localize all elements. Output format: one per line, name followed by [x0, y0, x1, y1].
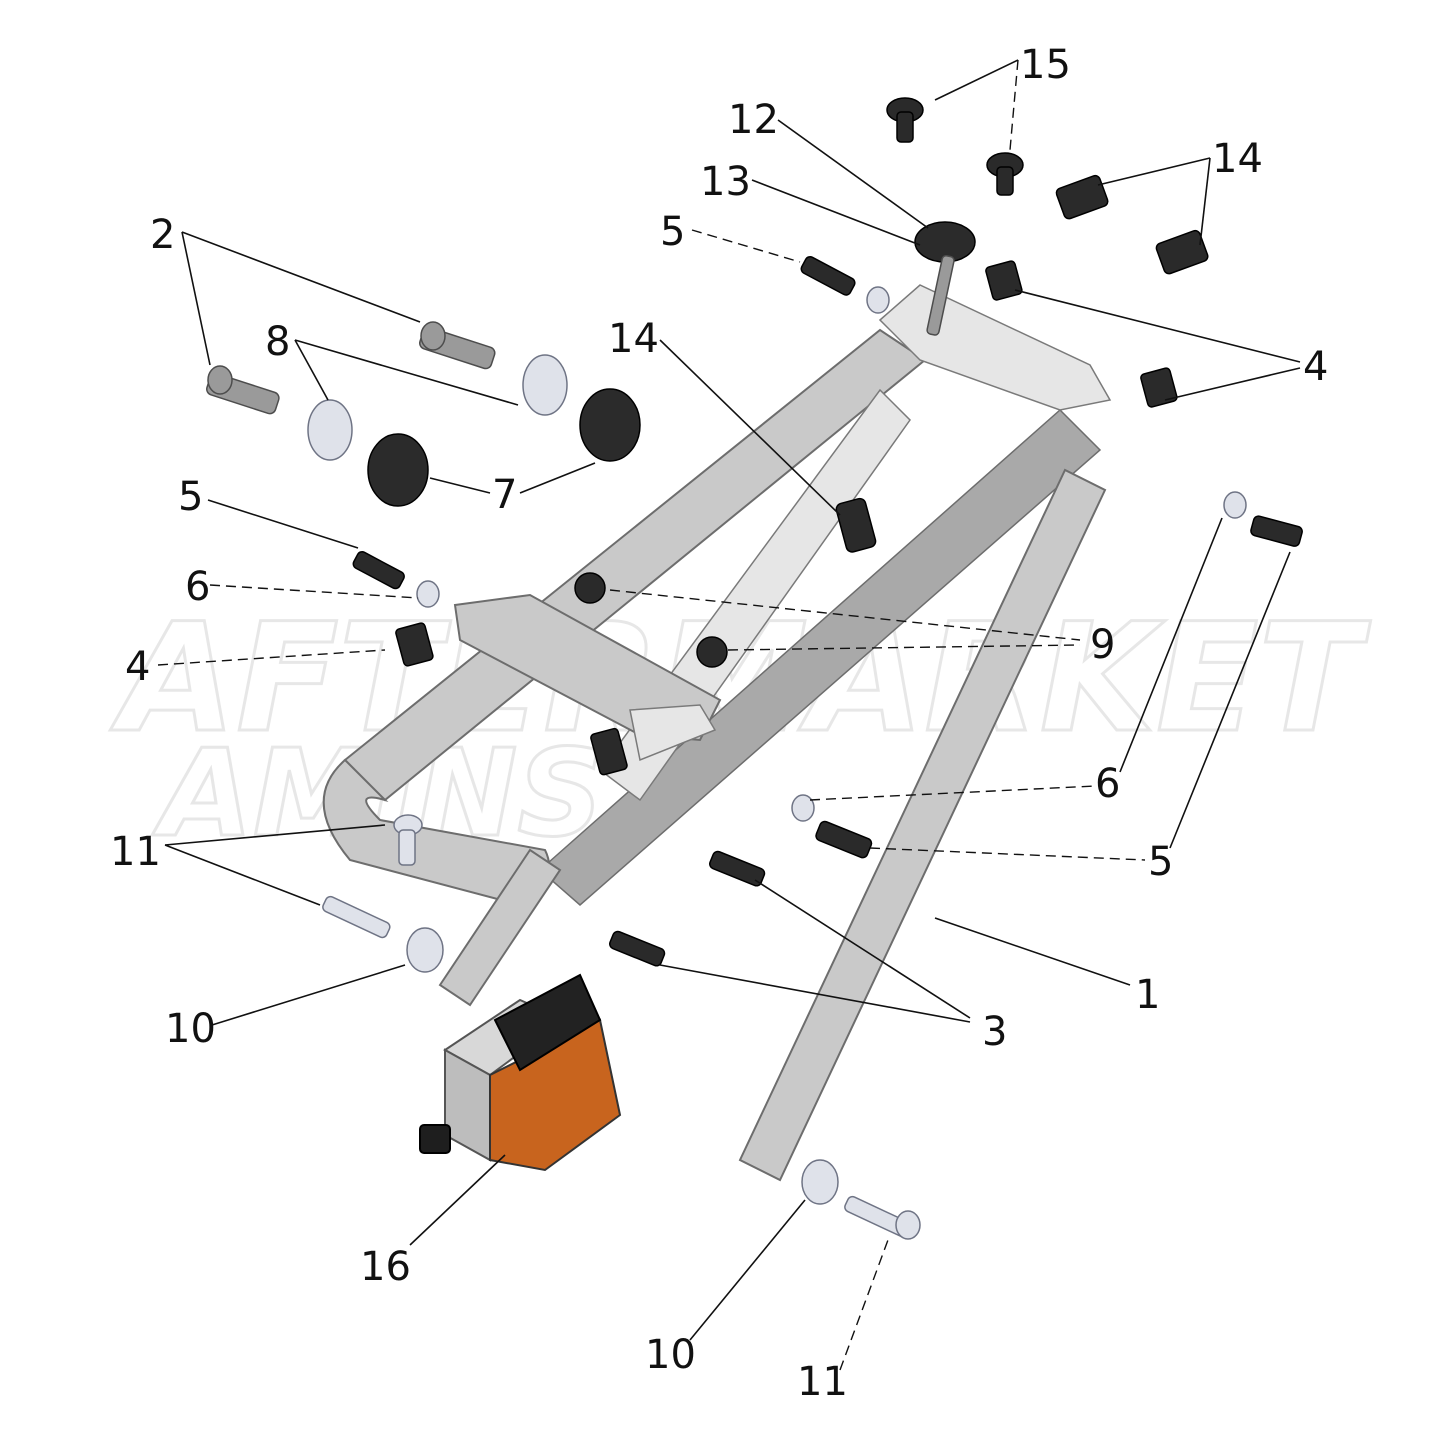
clip-nut-4c [1140, 367, 1178, 408]
callout-14-top: 14 [1212, 136, 1263, 182]
bolt-3a [709, 850, 766, 887]
callout-10-bottom: 10 [645, 1332, 696, 1378]
callout-4-right: 4 [1303, 344, 1328, 390]
nut-9a [574, 572, 606, 604]
washer-6a [416, 580, 440, 608]
clip-nut-4a [395, 622, 434, 667]
callout-11-left: 11 [110, 829, 161, 875]
spacer-8a [307, 399, 353, 461]
bolt-3b [609, 930, 666, 967]
callout-8: 8 [265, 319, 290, 365]
grommet-7b [579, 388, 641, 462]
screw-15a [886, 97, 924, 143]
callout-3: 3 [982, 1009, 1007, 1055]
washer-6d [866, 286, 890, 314]
callout-14-middle: 14 [608, 316, 659, 362]
nut-9b [696, 636, 728, 668]
subframe-mount-tab [629, 704, 717, 762]
subframe-left-leg [438, 848, 562, 1007]
hardware [206, 97, 1303, 1240]
callout-7: 7 [492, 472, 517, 518]
speed-clip-14c [835, 497, 877, 553]
subframe-right-upper-rail [538, 408, 1102, 906]
clip-nut-4b [985, 260, 1023, 301]
bolt-5b [800, 256, 856, 296]
speed-clip-14a [1055, 174, 1109, 220]
callout-labels: 1 2 3 4 4 5 5 5 6 6 7 8 9 10 10 11 11 12… [110, 42, 1328, 1405]
spacer-8b [522, 354, 568, 416]
bolt-5d [815, 820, 873, 859]
callout-6-right: 6 [1095, 761, 1120, 807]
subframe-cross-member [453, 593, 722, 742]
callout-4-left: 4 [125, 644, 150, 690]
washer-10b [801, 1159, 839, 1205]
grommet-7a [367, 433, 429, 507]
callout-10-left: 10 [165, 1006, 216, 1052]
subframe-right-leg [738, 468, 1107, 1182]
washer-6b [1223, 491, 1247, 519]
module-16 [419, 973, 622, 1172]
bolt-5c [1250, 515, 1303, 547]
subframe-top-plate [878, 284, 1112, 411]
callout-16: 16 [360, 1244, 411, 1290]
pin-11c [844, 1195, 921, 1240]
callout-1: 1 [1135, 972, 1160, 1018]
stud-12 [926, 254, 955, 336]
pin-11a [393, 814, 423, 866]
pin-11b [322, 895, 391, 939]
callout-12: 12 [728, 97, 779, 143]
bolt-2b [419, 321, 496, 370]
callout-5-left: 5 [178, 474, 203, 520]
clip-nut-4d [590, 727, 628, 776]
callout-6-left: 6 [185, 564, 210, 610]
callout-2: 2 [150, 212, 175, 258]
bolt-2a [206, 365, 280, 415]
callout-5-right: 5 [1148, 839, 1173, 885]
callout-13: 13 [700, 159, 751, 205]
bolt-5a [352, 551, 405, 590]
washer-10a [406, 927, 444, 973]
screw-15b [986, 152, 1024, 196]
callout-5-top: 5 [660, 209, 685, 255]
washer-6c [791, 794, 815, 822]
callout-9: 9 [1090, 622, 1115, 668]
callout-11-bottom: 11 [797, 1359, 848, 1405]
speed-clip-14b [1155, 229, 1209, 275]
leader-lines [157, 59, 1301, 1371]
callout-15: 15 [1020, 42, 1071, 88]
